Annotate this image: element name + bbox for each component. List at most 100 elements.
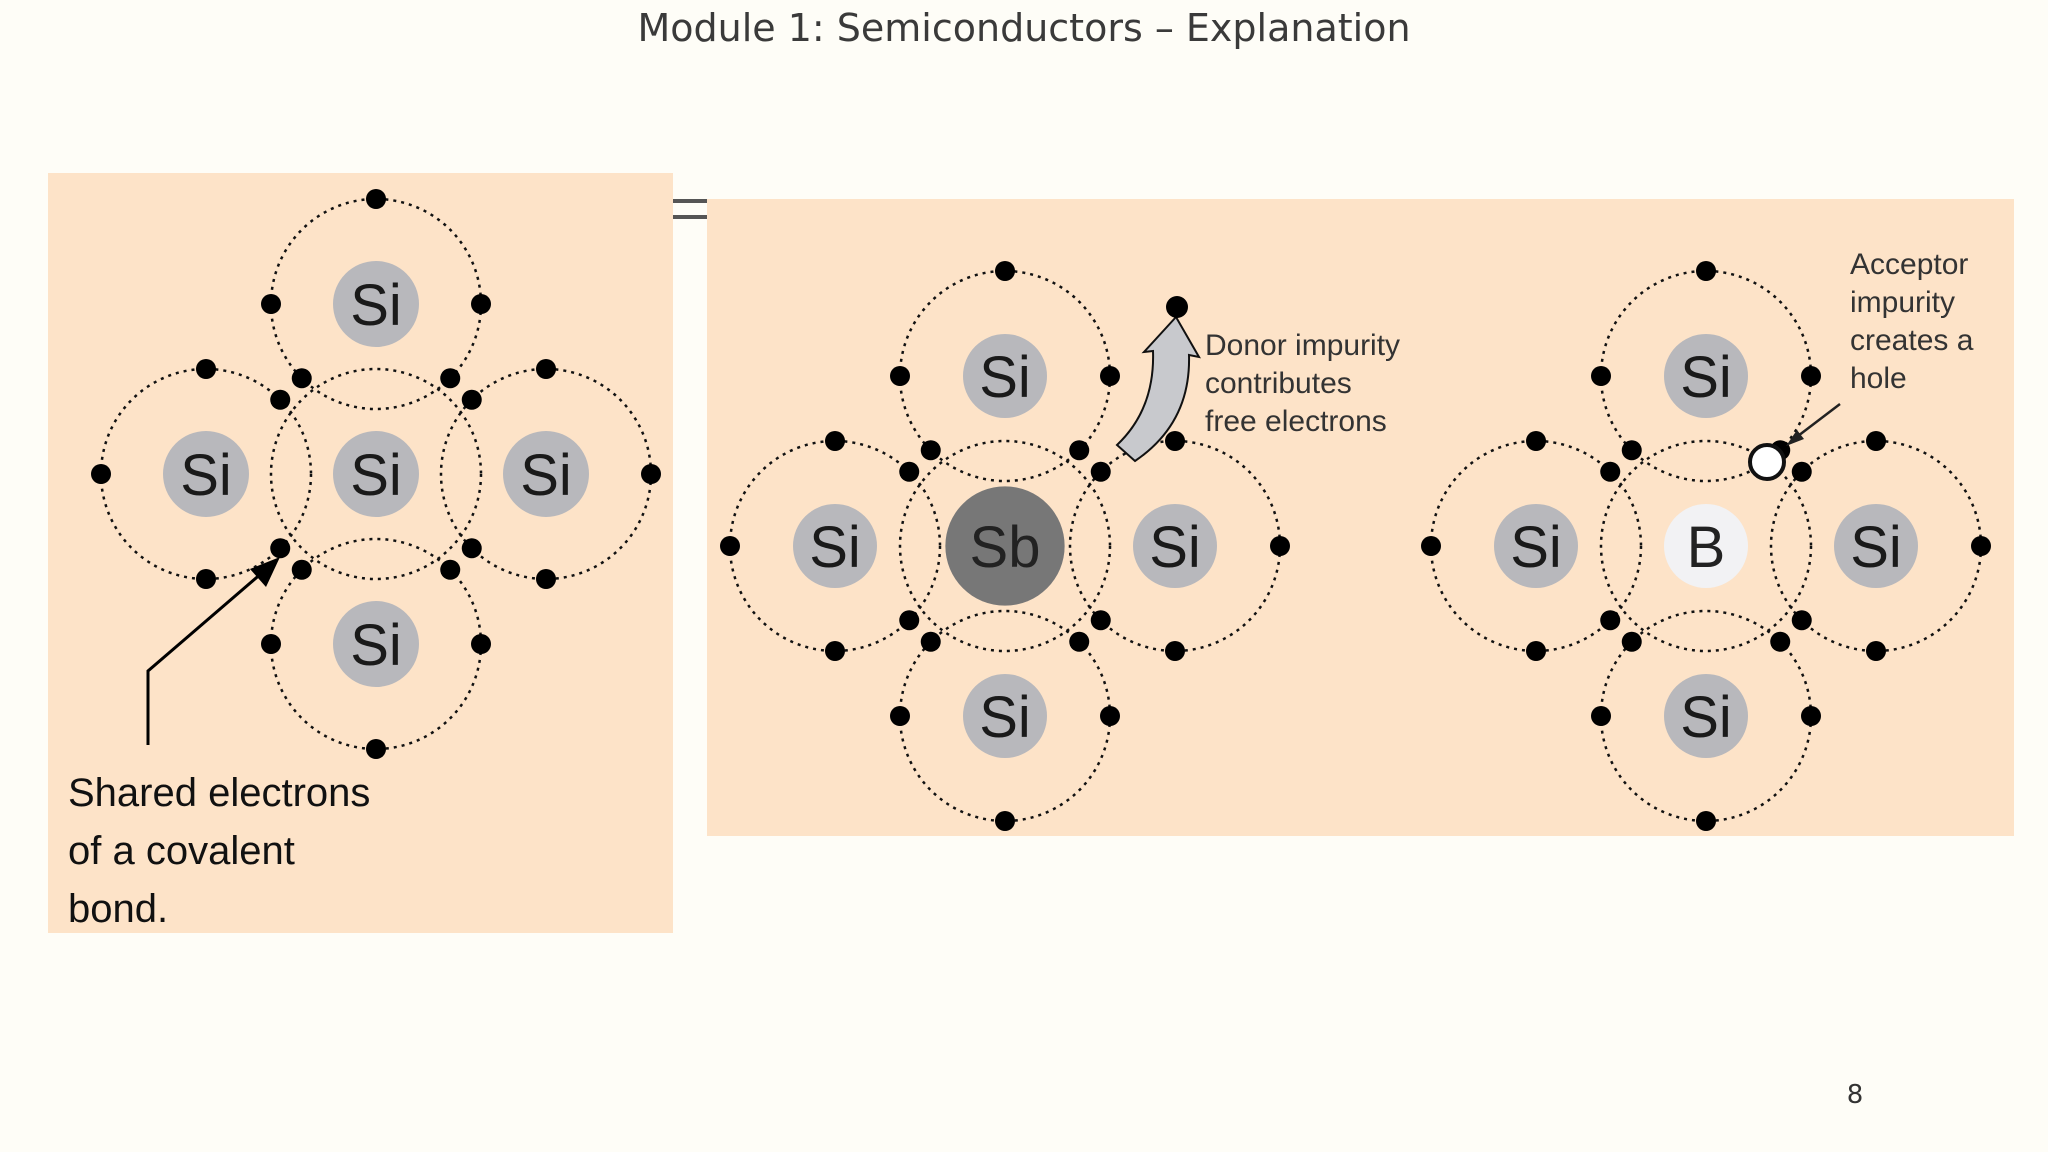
shared-electron <box>291 559 312 580</box>
valence-electron <box>1591 366 1611 386</box>
atom-center <box>1664 504 1748 588</box>
valence-electron <box>1866 641 1886 661</box>
shared-electron-arrow <box>146 557 280 745</box>
shared-electron <box>270 538 291 559</box>
slide-title: Module 1: Semiconductors – Explanation <box>637 6 1411 50</box>
valence-electron <box>261 294 281 314</box>
caption-line-3: bond. <box>68 887 168 931</box>
atom-left <box>163 431 249 517</box>
valence-electron <box>196 359 216 379</box>
atom-label-left: Si <box>1510 515 1562 580</box>
page-number: 8 <box>1846 1080 1864 1110</box>
atom-label-top: Si <box>979 345 1031 410</box>
atom-label-right: Si <box>1149 515 1201 580</box>
valence-electron <box>91 464 111 484</box>
free-electron <box>1166 296 1188 318</box>
orbit-center <box>269 367 483 581</box>
shared-electron <box>461 538 482 559</box>
atom-bottom <box>333 601 419 687</box>
orbit-center <box>898 439 1112 653</box>
shared-electron <box>1621 440 1642 461</box>
atom-label-bottom: Si <box>1680 685 1732 750</box>
acceptor-caption-line-1: Acceptor <box>1850 248 1968 281</box>
shared-electron <box>920 440 941 461</box>
valence-electron <box>1696 811 1716 831</box>
shared-electron <box>899 461 920 482</box>
shared-electron <box>920 631 941 652</box>
atom-label-left: Si <box>809 515 861 580</box>
valence-electron <box>366 739 386 759</box>
atom-label-right: Si <box>1850 515 1902 580</box>
atom-label-top: Si <box>1680 345 1732 410</box>
valence-electron <box>825 431 845 451</box>
atom-label-bottom: Si <box>979 685 1031 750</box>
valence-electron <box>196 569 216 589</box>
shared-electron <box>1090 461 1111 482</box>
shared-electron <box>1090 610 1111 631</box>
valence-electron <box>641 464 661 484</box>
valence-electron <box>1696 261 1716 281</box>
atom-left <box>793 504 877 588</box>
shared-electron <box>270 389 291 410</box>
valence-electron <box>890 366 910 386</box>
hole <box>1748 443 1786 481</box>
valence-electron <box>1421 536 1441 556</box>
valence-electron <box>536 359 556 379</box>
atom-label-center: Si <box>350 443 402 508</box>
atom-label-center: B <box>1687 515 1726 580</box>
valence-electron <box>995 261 1015 281</box>
valence-electron <box>1165 641 1185 661</box>
atom-top <box>1664 334 1748 418</box>
shared-electron <box>1069 440 1090 461</box>
atom-right <box>1834 504 1918 588</box>
valence-electron <box>1801 366 1821 386</box>
shared-electron <box>1791 461 1812 482</box>
valence-electron <box>1165 431 1185 451</box>
valence-electron <box>1801 706 1821 726</box>
valence-electron <box>1100 366 1120 386</box>
valence-electron <box>1270 536 1290 556</box>
shared-electron <box>440 368 461 389</box>
valence-electron <box>1591 706 1611 726</box>
atom-label-center: Sb <box>970 515 1041 580</box>
atom-label-left: Si <box>180 443 232 508</box>
shared-electron <box>291 368 312 389</box>
valence-electron <box>995 811 1015 831</box>
valence-electron <box>1526 431 1546 451</box>
atom-bottom <box>963 674 1047 758</box>
donor-caption-line-1: Donor impurity <box>1205 329 1400 362</box>
acceptor-caption-line-3: creates a <box>1850 324 1974 357</box>
acceptor-caption-line-4: hole <box>1850 362 1907 395</box>
valence-electron <box>825 641 845 661</box>
caption-line-1: Shared electrons <box>68 771 370 815</box>
valence-electron <box>1526 641 1546 661</box>
valence-electron <box>261 634 281 654</box>
valence-electron <box>720 536 740 556</box>
valence-electron <box>471 634 491 654</box>
donor-caption-line-2: contributes <box>1205 367 1352 400</box>
valence-electron <box>1866 431 1886 451</box>
atom-center <box>333 431 419 517</box>
hole-arrow <box>1786 403 1841 446</box>
shared-electron <box>1069 631 1090 652</box>
atom-top <box>963 334 1047 418</box>
valence-electron <box>536 569 556 589</box>
acceptor-caption-line-2: impurity <box>1850 286 1955 319</box>
free-electron-arrow-icon <box>1115 315 1201 463</box>
atom-label-bottom: Si <box>350 613 402 678</box>
atom-bottom <box>1664 674 1748 758</box>
equals-mark <box>673 199 707 221</box>
donor-caption-line-3: free electrons <box>1205 405 1387 438</box>
valence-electron <box>366 189 386 209</box>
shared-electron <box>461 389 482 410</box>
caption-line-2: of a covalent <box>68 829 295 873</box>
orbit-center <box>1599 439 1813 653</box>
atom-right <box>503 431 589 517</box>
